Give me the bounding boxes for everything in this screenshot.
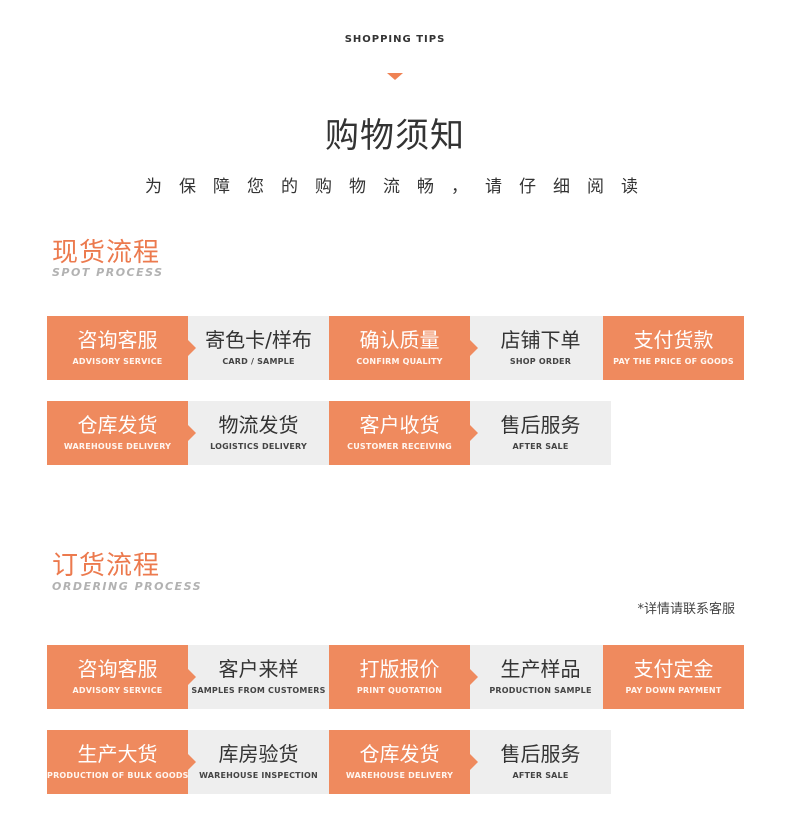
step-en-label: ADVISORY SERVICE — [72, 686, 163, 695]
step-cn-label: 仓库发货 — [77, 413, 158, 437]
step-customer-receiving: 客户收货 CUSTOMER RECEIVING — [329, 401, 478, 465]
step-cn-label: 支付货款 — [633, 328, 714, 352]
step-warehouse-inspection: 库房验货 WAREHOUSE INSPECTION — [188, 730, 329, 794]
step-en-label: SHOP ORDER — [509, 357, 572, 366]
ordering-process-title: 订货流程 — [52, 551, 161, 581]
step-en-label: PRINT QUOTATION — [356, 686, 443, 695]
step-after-sale: 售后服务 AFTER SALE — [470, 401, 611, 465]
step-en-label: AFTER SALE — [512, 771, 569, 780]
step-cn-label: 确认质量 — [359, 328, 440, 352]
step-cn-label: 寄色卡/样布 — [205, 328, 312, 352]
step-logistics-delivery: 物流发货 LOGISTICS DELIVERY — [188, 401, 329, 465]
step-cn-label: 仓库发货 — [359, 742, 440, 766]
step-cn-label: 库房验货 — [218, 742, 299, 766]
step-cn-label: 客户来样 — [218, 657, 299, 681]
step-warehouse-delivery: 仓库发货 WAREHOUSE DELIVERY — [47, 401, 196, 465]
page-subtitle: 为保障您的购物流畅，请仔细阅读 — [145, 177, 655, 197]
step-pay-price: 支付货款 PAY THE PRICE OF GOODS — [603, 316, 744, 380]
step-samples-from-customers: 客户来样 SAMPLES FROM CUSTOMERS — [188, 645, 329, 709]
shopping-tips-label: SHOPPING TIPS — [344, 34, 446, 45]
spot-process-title: 现货流程 — [52, 238, 161, 268]
contact-note: *详情请联系客服 — [637, 602, 735, 617]
step-advisory-service: 咨询客服 ADVISORY SERVICE — [47, 316, 196, 380]
step-en-label: WAREHOUSE DELIVERY — [63, 442, 172, 451]
step-production-sample: 生产样品 PRODUCTION SAMPLE — [470, 645, 611, 709]
ordering-process-subtitle: ORDERING PROCESS — [52, 580, 203, 593]
step-warehouse-delivery: 仓库发货 WAREHOUSE DELIVERY — [329, 730, 478, 794]
step-cn-label: 物流发货 — [218, 413, 299, 437]
step-card-sample: 寄色卡/样布 CARD / SAMPLE — [188, 316, 329, 380]
step-en-label: WAREHOUSE DELIVERY — [345, 771, 454, 780]
down-triangle-icon — [387, 73, 403, 80]
step-en-label: PRODUCTION OF BULK GOODS — [47, 771, 189, 780]
step-after-sale: 售后服务 AFTER SALE — [470, 730, 611, 794]
step-cn-label: 支付定金 — [633, 657, 714, 681]
spot-process-subtitle: SPOT PROCESS — [52, 266, 164, 279]
step-en-label: AFTER SALE — [512, 442, 569, 451]
step-cn-label: 打版报价 — [359, 657, 440, 681]
step-print-quotation: 打版报价 PRINT QUOTATION — [329, 645, 478, 709]
step-advisory-service: 咨询客服 ADVISORY SERVICE — [47, 645, 196, 709]
step-en-label: CUSTOMER RECEIVING — [347, 442, 452, 451]
step-en-label: PAY DOWN PAYMENT — [625, 686, 722, 695]
step-en-label: LOGISTICS DELIVERY — [210, 442, 307, 451]
step-cn-label: 客户收货 — [359, 413, 440, 437]
step-cn-label: 售后服务 — [500, 413, 581, 437]
step-en-label: CONFIRM QUALITY — [356, 357, 443, 366]
step-en-label: PRODUCTION SAMPLE — [489, 686, 592, 695]
step-en-label: PAY THE PRICE OF GOODS — [613, 357, 734, 366]
step-cn-label: 售后服务 — [500, 742, 581, 766]
step-cn-label: 店铺下单 — [500, 328, 581, 352]
step-confirm-quality: 确认质量 CONFIRM QUALITY — [329, 316, 478, 380]
step-shop-order: 店铺下单 SHOP ORDER — [470, 316, 611, 380]
step-production-bulk-goods: 生产大货 PRODUCTION OF BULK GOODS — [47, 730, 196, 794]
step-en-label: CARD / SAMPLE — [222, 357, 295, 366]
step-cn-label: 生产大货 — [77, 742, 158, 766]
step-pay-down-payment: 支付定金 PAY DOWN PAYMENT — [603, 645, 744, 709]
step-cn-label: 咨询客服 — [77, 657, 158, 681]
step-cn-label: 咨询客服 — [77, 328, 158, 352]
step-en-label: WAREHOUSE INSPECTION — [199, 771, 318, 780]
page-title: 购物须知 — [325, 116, 465, 156]
step-en-label: SAMPLES FROM CUSTOMERS — [191, 686, 326, 695]
step-en-label: ADVISORY SERVICE — [72, 357, 163, 366]
step-cn-label: 生产样品 — [500, 657, 581, 681]
